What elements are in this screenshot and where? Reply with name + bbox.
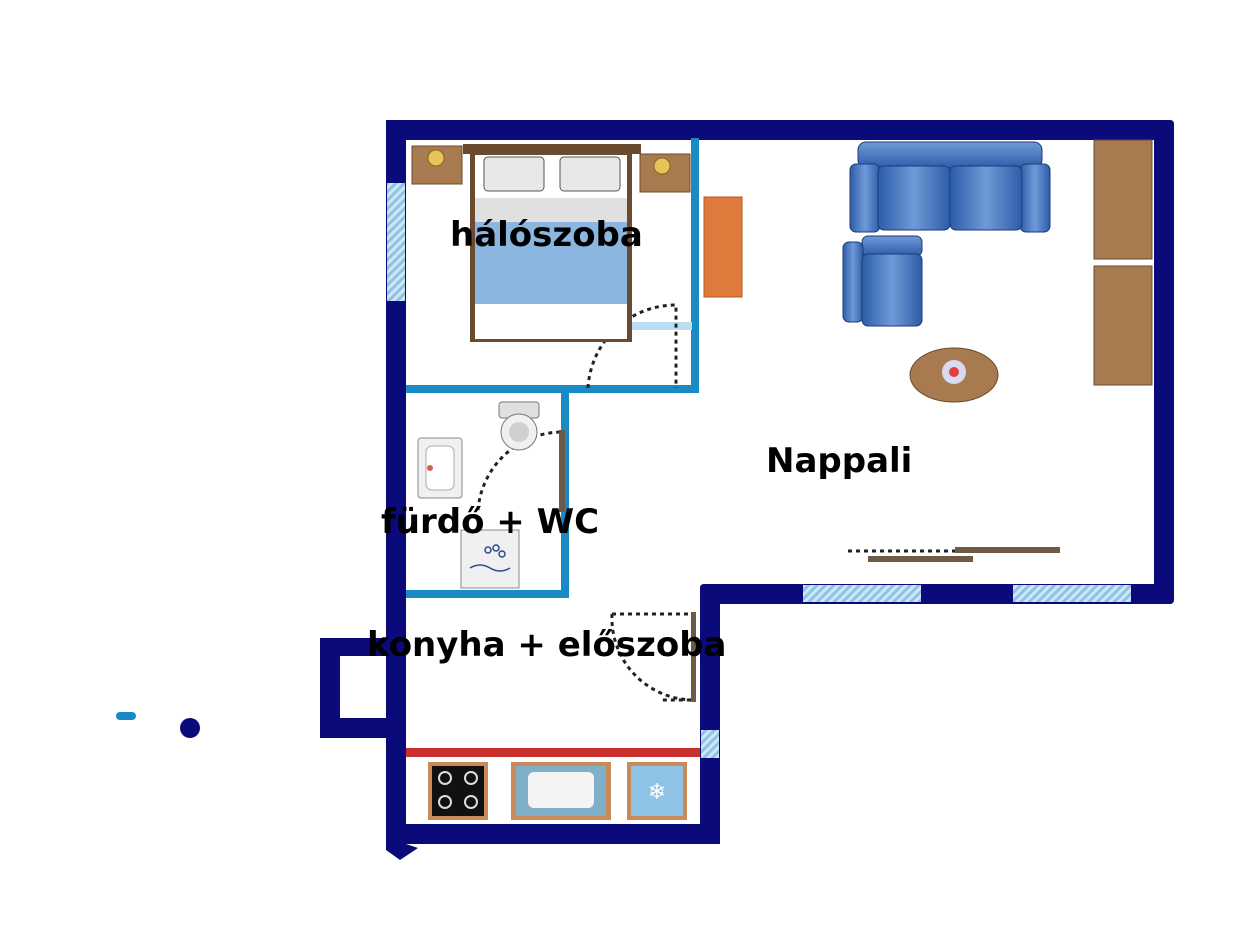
- fridge-icon: ❄: [627, 762, 687, 820]
- wall-right: [1154, 120, 1174, 604]
- coffee-table-icon: [909, 347, 999, 403]
- window-icon: [803, 585, 921, 602]
- wardrobe-icon: [703, 196, 743, 298]
- door-leaves: [559, 430, 1060, 702]
- door-swing-icon: [586, 303, 678, 389]
- stove-icon: [428, 762, 488, 820]
- door-swings: [476, 303, 958, 702]
- wall-bottom: [386, 824, 720, 844]
- bed-icon: [463, 144, 641, 342]
- wall-corner: [386, 844, 418, 860]
- wall-top: [386, 120, 1174, 140]
- windows: [387, 183, 1131, 758]
- window-icon: [1013, 585, 1131, 602]
- window-icon: [387, 183, 405, 301]
- svg-text:❄: ❄: [648, 780, 666, 805]
- sofa-icon: [849, 141, 1051, 233]
- counter-edge: [406, 748, 700, 757]
- sink-icon: [417, 437, 463, 499]
- wall-bedroom-right: [691, 138, 699, 393]
- door-swing-icon: [610, 612, 695, 702]
- shower-icon: [460, 529, 520, 589]
- room-label-bathroom: fürdő + WC: [381, 502, 600, 542]
- kitchen-sink-icon: [511, 762, 611, 820]
- door-swing-icon: [476, 430, 561, 511]
- toilet-icon: [498, 401, 540, 451]
- wall-entry-left: [320, 638, 340, 738]
- bedroom-door-frame: [630, 322, 692, 330]
- window-icon: [701, 730, 719, 758]
- room-label-living: Nappali: [766, 441, 913, 481]
- nightstand-icon: [411, 145, 463, 185]
- legend-outer-wall-icon: [180, 718, 200, 738]
- wall-bath-bottom: [406, 590, 569, 598]
- room-label-bedroom: hálószoba: [450, 215, 643, 255]
- nightstand-icon: [639, 153, 691, 193]
- wall-entry-bottom: [320, 718, 390, 738]
- wall-entrance-right: [700, 584, 720, 844]
- wardrobe-icon: [1093, 139, 1153, 386]
- legend-inner-wall-icon: [116, 712, 136, 720]
- wall-bedroom-bottom: [406, 385, 699, 393]
- armchair-icon: [842, 235, 923, 327]
- room-label-kitchen: konyha + előszoba: [367, 625, 727, 665]
